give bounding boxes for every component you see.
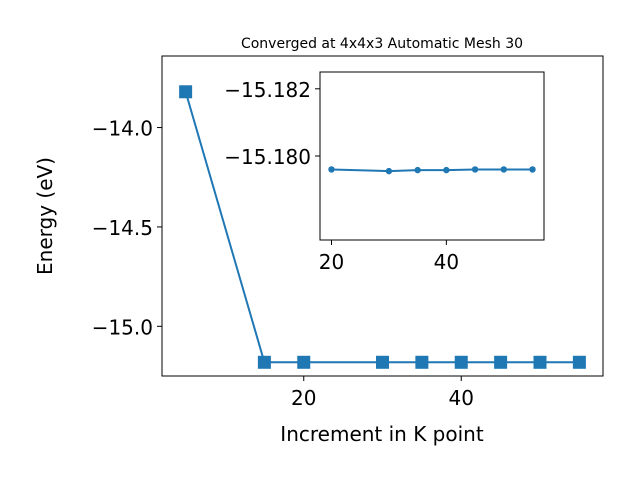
main-x-tick-label: 20 (291, 386, 316, 410)
main-y-tick-label: −14.0 (92, 117, 153, 141)
main-data-point (376, 355, 389, 369)
chart-title: Converged at 4x4x3 Automatic Mesh 30 (241, 36, 523, 52)
inset-data-point (328, 166, 335, 173)
main-plot-marks (179, 85, 586, 369)
x-axis-label: Increment in K point (280, 422, 484, 446)
inset-data-point (414, 166, 421, 174)
y-axis-label: Energy (eV) (33, 157, 57, 275)
main-data-point (297, 355, 311, 369)
main-axis-ticks: 20 40 −14.0 −14.5 −15.0 (92, 117, 474, 410)
main-y-tick-label: −15.0 (92, 315, 153, 339)
main-data-point (572, 355, 586, 369)
inset-data-point (471, 166, 479, 173)
main-data-point (533, 355, 547, 369)
inset-x-tick-label: 40 (434, 250, 459, 274)
inset-x-tick-label: 20 (319, 250, 344, 274)
main-data-point (494, 355, 508, 369)
inset-data-point (500, 166, 507, 173)
main-plot-frame (161, 55, 604, 377)
inset-y-tick-label: −15.182 (224, 78, 311, 102)
inset-background (320, 72, 544, 240)
main-y-tick-label: −14.5 (92, 216, 153, 240)
inset-data-point (529, 166, 536, 173)
inset-plot-marks (328, 166, 536, 175)
main-data-point (179, 85, 193, 99)
main-data-point (454, 355, 468, 369)
inset-axis-ticks: 20 40 −15.182 −15.180 (224, 78, 459, 274)
inset-y-tick-label: −15.180 (224, 145, 311, 169)
main-data-point (257, 355, 271, 369)
main-x-tick-label: 40 (449, 386, 474, 410)
inset-data-point (385, 167, 393, 175)
main-data-point (415, 355, 429, 369)
inset-data-point (443, 166, 450, 174)
